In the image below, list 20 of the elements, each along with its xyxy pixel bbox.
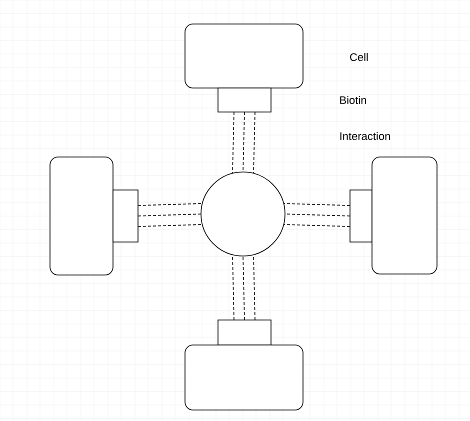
- biotin-box: [218, 88, 272, 112]
- label: Interaction: [340, 132, 390, 140]
- dashed-line: [253, 254, 256, 320]
- dashed-line: [138, 203, 203, 206]
- dashed-line: [232, 112, 234, 174]
- dashed-line: [283, 203, 350, 206]
- dashed-line: [242, 112, 245, 172]
- dashed-line: [138, 224, 203, 227]
- label: Cell: [350, 52, 368, 62]
- dashed-line: [138, 214, 202, 216]
- dashed-line: [283, 224, 350, 227]
- biotin-box: [112, 190, 138, 242]
- biotin-box: [218, 320, 272, 346]
- dashed-line: [232, 254, 234, 320]
- label: Biotin: [340, 96, 366, 104]
- interaction-circle: [200, 172, 286, 256]
- biotin-box: [350, 190, 372, 242]
- dashed-line: [284, 214, 350, 216]
- dashed-line: [242, 256, 245, 320]
- dashed-line: [253, 112, 256, 174]
